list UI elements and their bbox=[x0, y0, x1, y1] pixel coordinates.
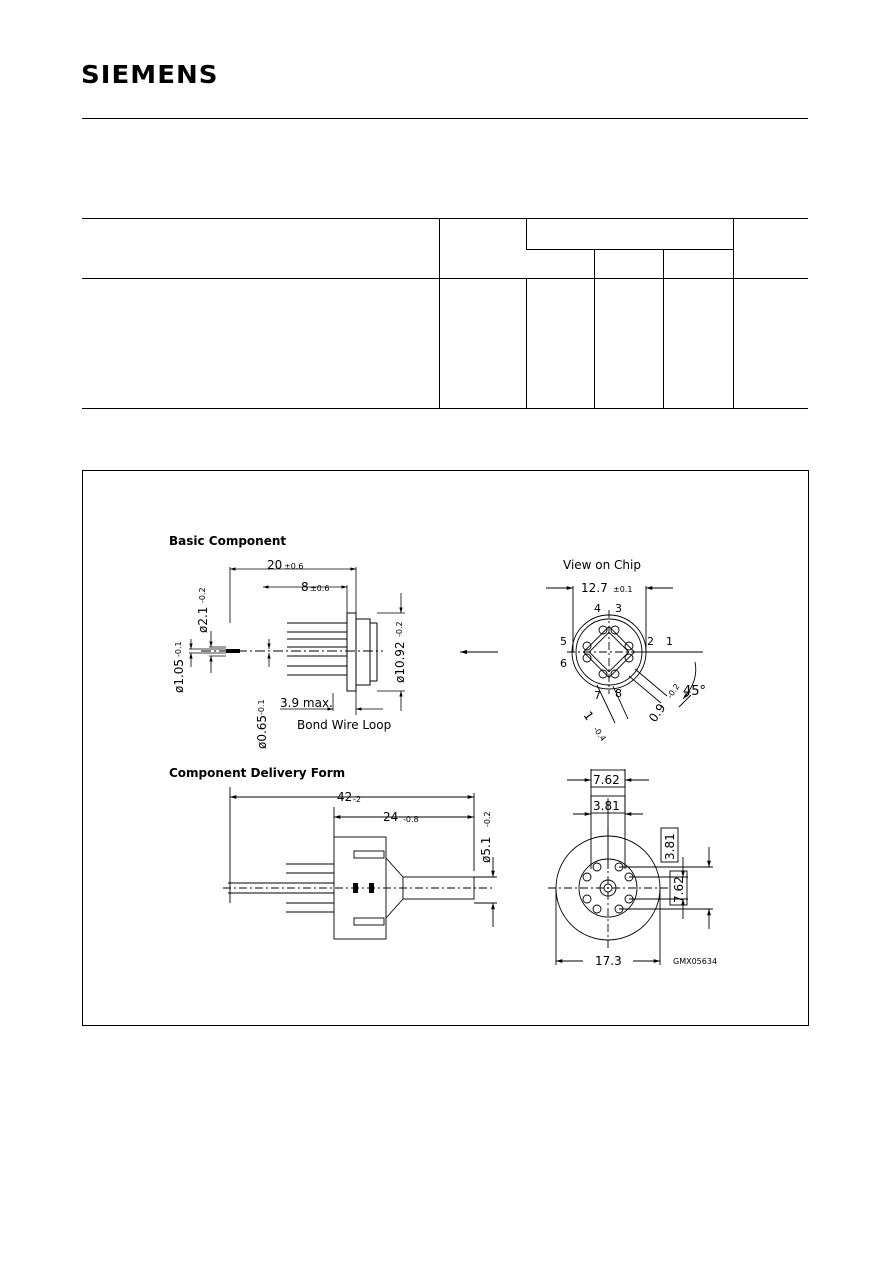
lead-tip bbox=[226, 649, 240, 653]
dim-d21-tol: -0.2 bbox=[198, 587, 207, 603]
table-cell bbox=[439, 278, 527, 409]
dim-42: 42 bbox=[337, 790, 352, 804]
header-rule bbox=[82, 118, 808, 119]
dim-d065-tol: -0.1 bbox=[257, 699, 266, 715]
drawing-canvas: Basic Component bbox=[169, 534, 717, 968]
pin-5: 5 bbox=[560, 635, 567, 648]
dim-3-9-max: 3.9 max. bbox=[280, 696, 333, 710]
pin-7: 7 bbox=[594, 689, 601, 702]
dim-d1092: ø10.92 bbox=[393, 641, 407, 683]
dim-3-81-top: 3.81 bbox=[593, 799, 620, 813]
dim-8: 8 bbox=[301, 580, 309, 594]
bond-wire-loop-label: Bond Wire Loop bbox=[297, 718, 391, 732]
pin-4: 4 bbox=[594, 602, 601, 615]
pin-8: 8 bbox=[615, 687, 622, 700]
socket-slot bbox=[353, 883, 358, 893]
dim-d51: ø5.1 bbox=[479, 837, 493, 863]
dim-17-3: 17.3 bbox=[595, 954, 622, 968]
table-cell bbox=[733, 218, 808, 279]
dim-20: 20 bbox=[267, 558, 282, 572]
dim-d105: ø1.05 bbox=[172, 659, 186, 693]
basic-component-heading: Basic Component bbox=[169, 534, 286, 548]
dim-1: 1 bbox=[581, 709, 597, 723]
dim-d21: ø2.1 bbox=[196, 607, 210, 633]
drawing-code: GMX05634 bbox=[673, 957, 717, 966]
table-cell bbox=[526, 218, 734, 250]
table-header-row bbox=[82, 218, 808, 279]
dim-12-7: 12.7 bbox=[581, 581, 608, 595]
spec-table bbox=[82, 218, 808, 409]
basic-dimension-lines bbox=[189, 567, 405, 715]
pin-2: 2 bbox=[647, 635, 654, 648]
table-cell bbox=[527, 250, 595, 279]
table-row bbox=[82, 278, 808, 409]
view-on-chip-heading: View on Chip bbox=[563, 558, 641, 572]
dim-3-81-right: 3.81 bbox=[663, 833, 677, 860]
table-cell bbox=[594, 249, 664, 279]
package-outline-drawing: Basic Component bbox=[82, 470, 809, 1026]
dim-42-tol: -2 bbox=[353, 795, 361, 804]
dim-8-tol: ±0.6 bbox=[310, 584, 329, 593]
table-cell bbox=[82, 278, 440, 409]
table-cell bbox=[663, 249, 734, 279]
dim-24: 24 bbox=[383, 810, 398, 824]
table-cell bbox=[82, 218, 440, 279]
dim-1-tol: -0.4 bbox=[591, 725, 607, 743]
dim-0-9: 0.9 bbox=[646, 701, 668, 725]
dim-7-62-top: 7.62 bbox=[593, 773, 620, 787]
table-cell bbox=[663, 278, 734, 409]
basic-component-side-view bbox=[201, 612, 383, 692]
table-subheader-row bbox=[82, 249, 808, 279]
chip-top-view bbox=[546, 586, 703, 724]
dim-0-9-tol: -0.2 bbox=[665, 682, 681, 700]
dim-24-tol: -0.8 bbox=[403, 815, 419, 824]
table-cell bbox=[733, 278, 808, 409]
pin-1: 1 bbox=[666, 635, 673, 648]
dim-7-62-right: 7.62 bbox=[672, 876, 686, 903]
table-cell bbox=[594, 278, 664, 409]
dim-20-tol: ±0.6 bbox=[284, 562, 303, 571]
table-cell bbox=[439, 218, 527, 279]
siemens-logo: SIEMENS bbox=[81, 60, 219, 89]
dim-d065: ø0.65 bbox=[255, 715, 269, 749]
dim-d1092-tol: -0.2 bbox=[395, 621, 404, 637]
dim-12-7-tol: ±0.1 bbox=[613, 585, 632, 594]
delivery-form-end-view bbox=[548, 769, 713, 965]
socket-slot bbox=[369, 883, 374, 893]
delivery-form-heading: Component Delivery Form bbox=[169, 766, 345, 780]
dim-d51-tol: -0.2 bbox=[483, 811, 492, 827]
pin-6: 6 bbox=[560, 657, 567, 670]
pin-3: 3 bbox=[615, 602, 622, 615]
table-cell bbox=[526, 278, 595, 409]
dim-d105-tol: -0.1 bbox=[174, 641, 183, 657]
angle-45: 45° bbox=[683, 684, 706, 699]
delivery-form-side-view bbox=[223, 787, 497, 940]
